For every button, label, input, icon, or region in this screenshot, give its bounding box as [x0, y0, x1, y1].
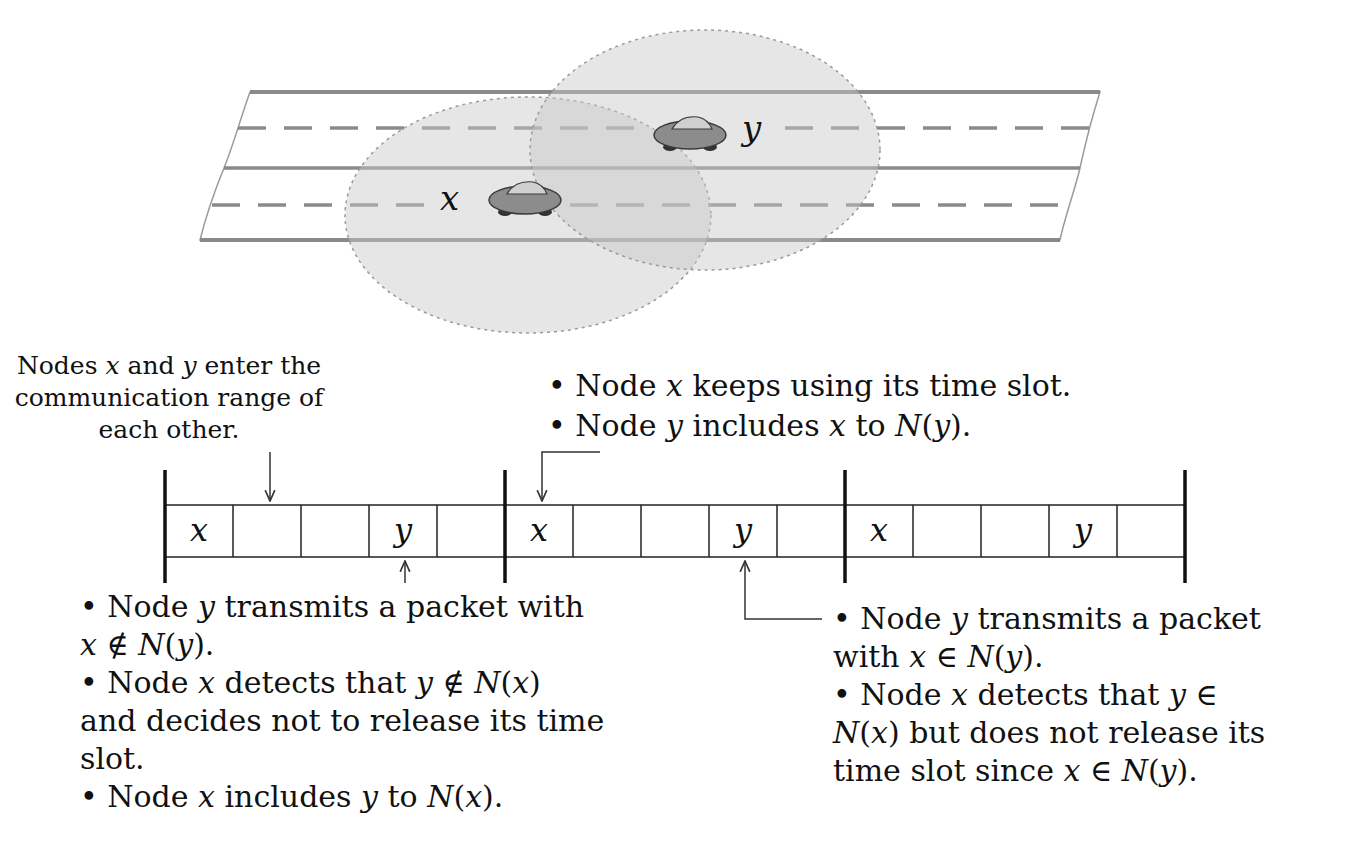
math-symbol: x	[870, 511, 888, 549]
slot-owner: y	[394, 513, 412, 548]
math-symbol: x	[1063, 753, 1080, 788]
math-symbol: N	[895, 408, 921, 443]
slot-owner: x	[530, 513, 548, 548]
math-symbol: x	[105, 351, 119, 380]
leader-arrow	[542, 452, 600, 501]
math-symbol: x	[465, 779, 482, 814]
math-symbol: x	[512, 665, 529, 700]
slot-divider	[1116, 505, 1118, 557]
slot-grid	[165, 556, 1185, 558]
car-label: y	[742, 108, 761, 148]
frame-boundary	[843, 470, 847, 583]
math-symbol: x	[829, 408, 846, 443]
time-slot: x	[845, 505, 913, 557]
math-symbol: x	[198, 779, 215, 814]
math-symbol: x	[909, 639, 926, 674]
leader-arrow	[404, 561, 406, 583]
math-symbol: N	[427, 779, 453, 814]
math-symbol: y	[1160, 753, 1177, 788]
math-symbol: y	[176, 627, 193, 662]
event-note: Nodes x and y enter the communication ra…	[4, 350, 334, 446]
bullet-note: • Node x keeps using its time slot.	[548, 366, 1348, 406]
math-symbol: y	[742, 108, 761, 148]
slot-divider	[980, 505, 982, 557]
slot-divider	[436, 505, 438, 557]
math-symbol: x	[666, 368, 683, 403]
math-symbol: y	[1074, 511, 1092, 549]
math-symbol: N	[138, 627, 164, 662]
math-symbol: x	[871, 715, 888, 750]
slot-divider	[640, 505, 642, 557]
slot-divider	[232, 505, 234, 557]
frame-boundary	[163, 470, 167, 583]
math-symbol: y	[1169, 677, 1186, 712]
math-symbol: N	[833, 715, 859, 750]
math-symbol: y	[182, 351, 196, 380]
slot-grid	[165, 504, 1185, 506]
math-symbol: y	[1005, 639, 1022, 674]
math-symbol: x	[951, 677, 968, 712]
math-symbol: y	[416, 665, 433, 700]
bullet-note: • Node y transmits a packet with x ∈ N(y…	[833, 600, 1293, 676]
math-symbol: y	[198, 589, 215, 624]
time-slot: y	[709, 505, 777, 557]
car-icon	[654, 117, 726, 151]
car-icon	[489, 182, 561, 216]
bullet-note: • Node x detects that y ∈ N(x) but does …	[833, 676, 1293, 790]
frame-boundary	[1183, 470, 1187, 583]
bullet-note: • Node x includes y to N(x).	[80, 778, 605, 816]
bullet-note: • Node x detects that y ∉ N(x) and decid…	[80, 664, 605, 778]
math-symbol: y	[666, 408, 683, 443]
bullet-note: • Node y includes x to N(y).	[548, 406, 1348, 446]
frame-boundary	[165, 470, 1185, 583]
range-circle	[530, 30, 880, 270]
bullet-note: • Node y transmits a packet with x ∉ N(y…	[80, 588, 605, 664]
slot-divider	[368, 505, 370, 557]
car-label: x	[440, 178, 459, 218]
math-symbol: x	[440, 178, 459, 218]
math-symbol: y	[734, 511, 752, 549]
math-symbol: x	[198, 665, 215, 700]
math-symbol: y	[933, 408, 950, 443]
leader-arrow	[745, 561, 822, 619]
math-symbol: y	[951, 601, 968, 636]
car-cabin	[672, 117, 712, 129]
time-slot: y	[1049, 505, 1117, 557]
frame-boundary	[503, 470, 507, 583]
math-symbol: y	[394, 511, 412, 549]
slot-divider	[572, 505, 574, 557]
math-symbol: x	[530, 511, 548, 549]
math-symbol: N	[474, 665, 500, 700]
slot-divider	[776, 505, 778, 557]
time-slot: x	[505, 505, 573, 557]
math-symbol: N	[967, 639, 993, 674]
slot-owner: y	[734, 513, 752, 548]
slot-owner: x	[870, 513, 888, 548]
time-slot: x	[165, 505, 233, 557]
math-symbol: x	[80, 627, 97, 662]
slot-grid	[233, 505, 1117, 557]
car-cabin	[507, 182, 547, 194]
slot-owner: y	[1074, 513, 1092, 548]
math-symbol: x	[190, 511, 208, 549]
leader-arrow	[269, 452, 271, 501]
slot-divider	[300, 505, 302, 557]
slot-divider	[708, 505, 710, 557]
slot-divider	[1048, 505, 1050, 557]
math-symbol: N	[1122, 753, 1148, 788]
slot-divider	[912, 505, 914, 557]
slot-owner: x	[190, 513, 208, 548]
math-symbol: y	[361, 779, 378, 814]
time-slot: y	[369, 505, 437, 557]
